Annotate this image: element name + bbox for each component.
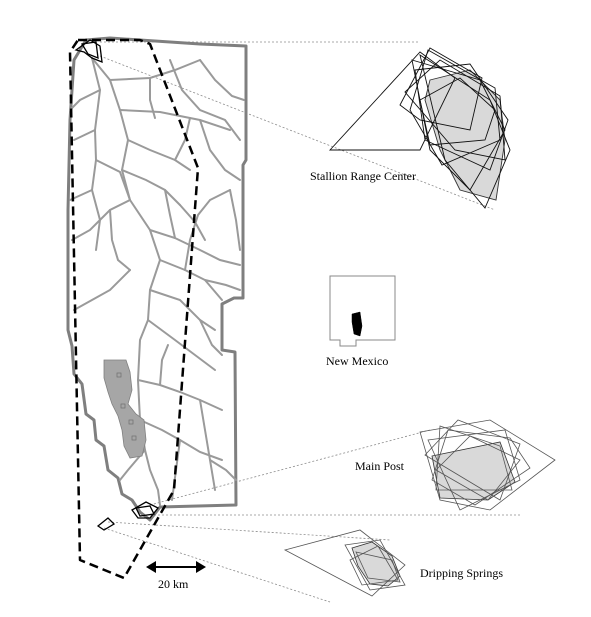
road-network: [69, 57, 245, 506]
main-post-map-polygons: [131, 501, 160, 519]
main-post-inset: [419, 419, 556, 511]
scale-bar-label: 20 km: [158, 577, 189, 591]
stallion-label: Stallion Range Center: [310, 169, 416, 183]
stallion-inset: [328, 47, 511, 209]
range-boundary: [66, 36, 248, 522]
scale-bar: [146, 561, 206, 573]
stallion-map-polygons: [74, 39, 103, 64]
shaded-area-inner-marks: [116, 372, 137, 441]
dripping-springs-inset: [283, 529, 406, 597]
shaded-area: [103, 359, 147, 459]
main-post-label: Main Post: [355, 459, 405, 473]
dripping-springs-label: Dripping Springs: [420, 566, 503, 580]
new-mexico-label: New Mexico: [326, 354, 388, 368]
dripping-springs-map-polygons: [96, 517, 116, 531]
new-mexico-locator: [329, 275, 396, 347]
dashed-extent: [68, 38, 200, 580]
